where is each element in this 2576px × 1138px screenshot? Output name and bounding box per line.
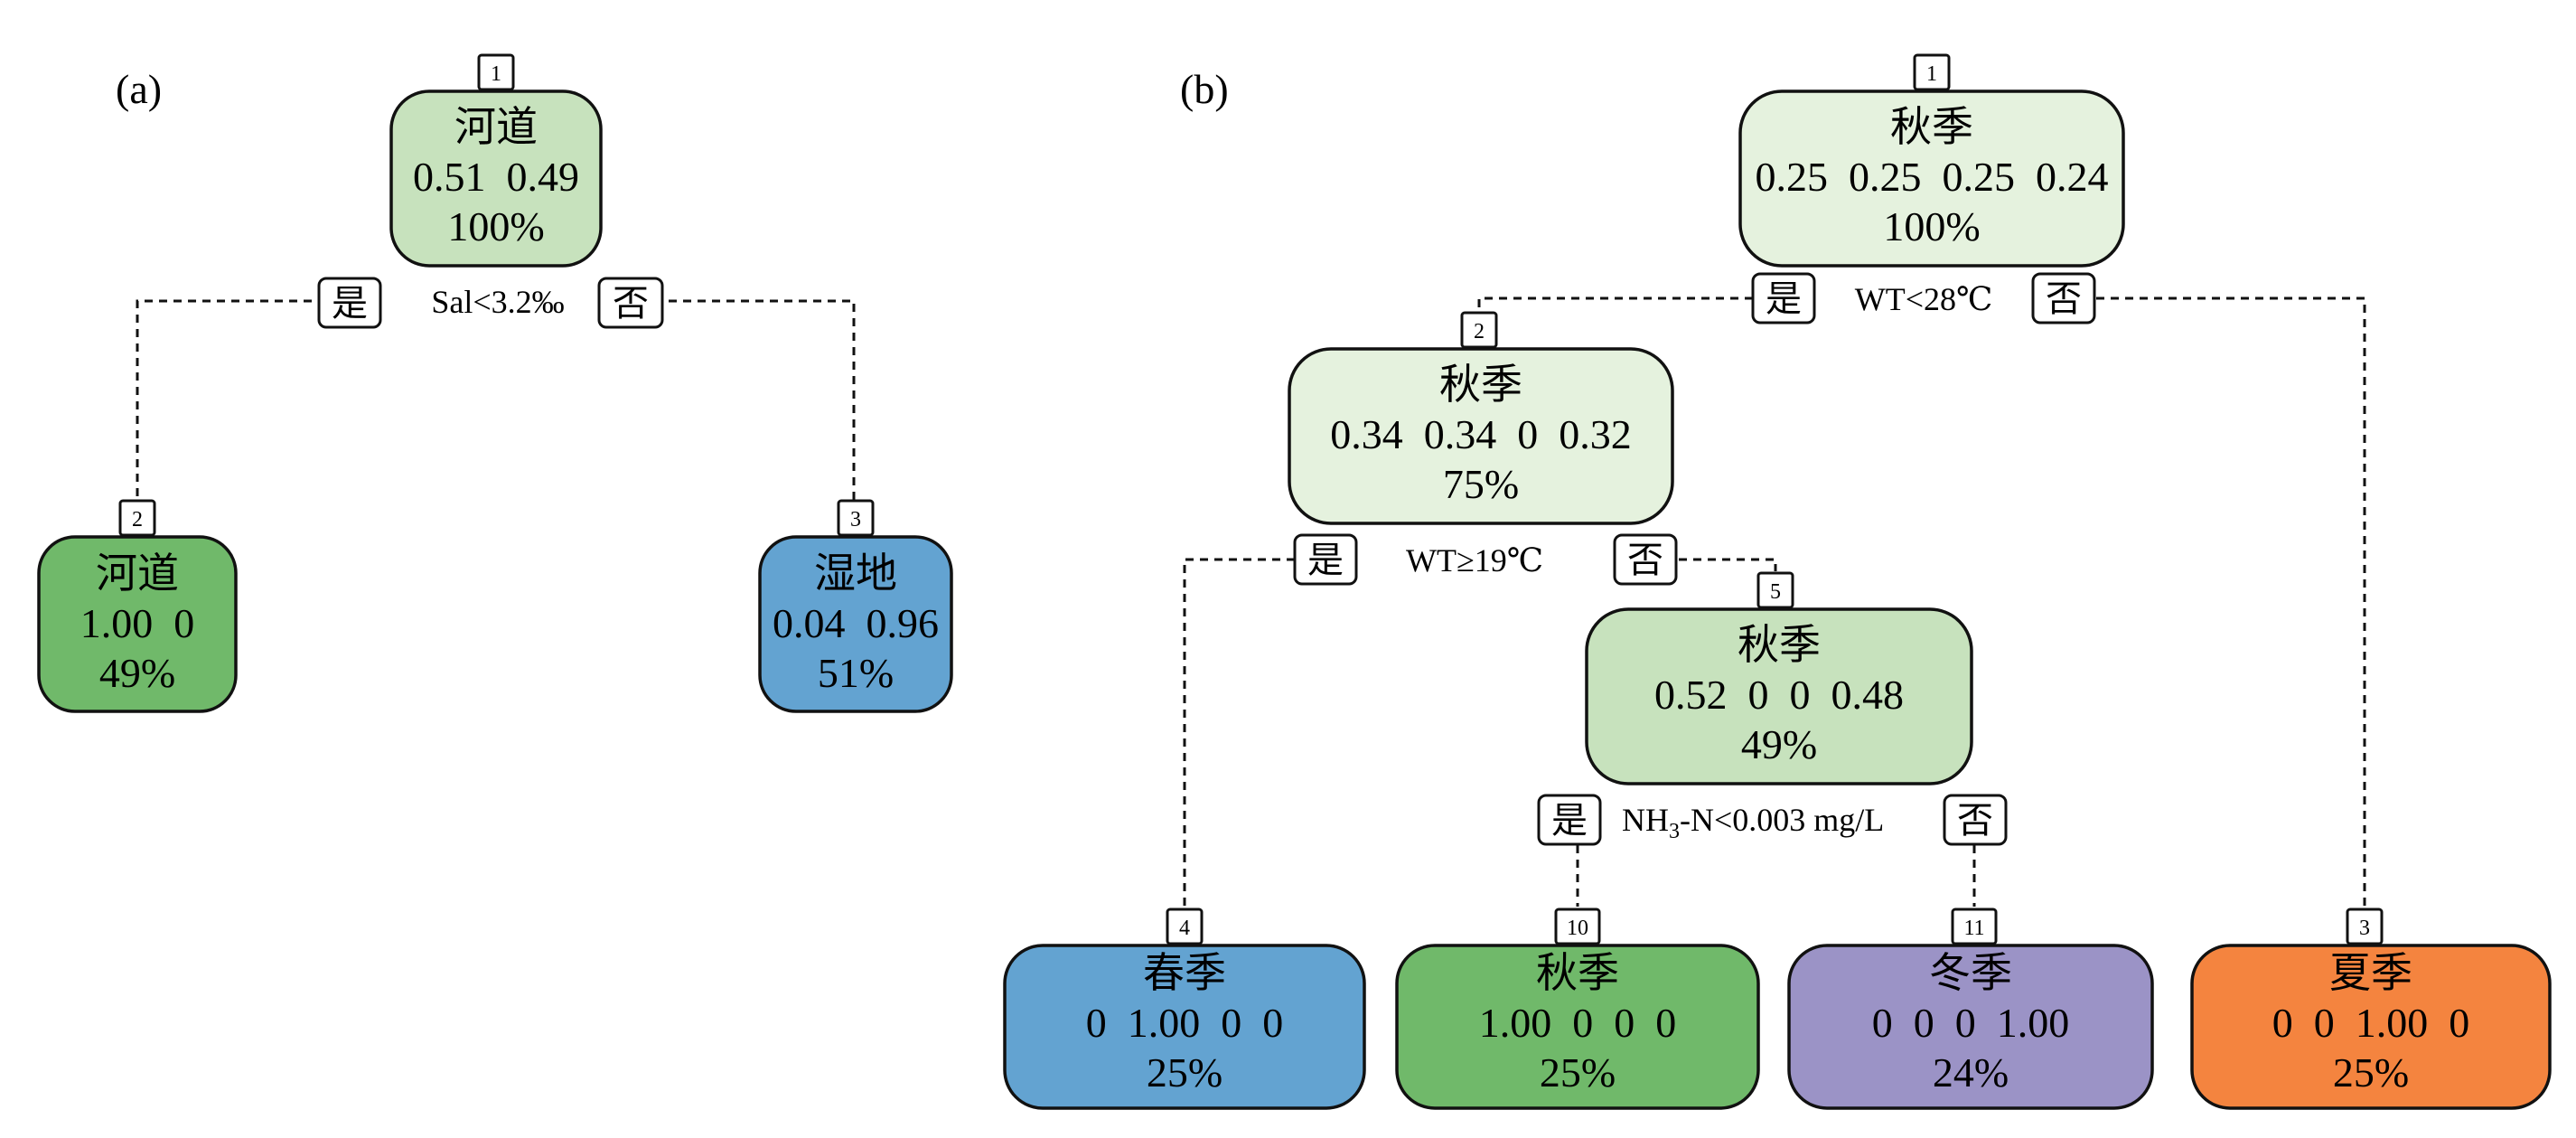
node-box <box>389 89 603 268</box>
node-class: 河道 <box>454 104 538 150</box>
panel-a-yes-badge: 是 <box>317 277 382 329</box>
node-probs: 0.52 0 0 0.48 <box>1654 672 1904 718</box>
node-percent: 75% <box>1443 461 1519 507</box>
node-class: 湿地 <box>814 550 897 597</box>
panel-b-node-4: 春季 0 1.00 0 0 25% 4 <box>1003 908 1366 1110</box>
node-class: 冬季 <box>1929 950 2012 996</box>
panel-a-split-condition: Sal<3.2‰ <box>431 284 564 320</box>
node-id: 10 <box>1567 917 1588 940</box>
panel-a-no-badge: 否 <box>597 277 664 329</box>
yes-label: 是 <box>1766 278 1802 319</box>
node-class: 秋季 <box>1890 104 1973 150</box>
panel-a-node-1: 河道 0.51 0.49 100% 1 <box>389 53 603 268</box>
condition-part: NH <box>1622 802 1669 838</box>
node-percent: 25% <box>2333 1049 2409 1096</box>
node-id: 3 <box>850 508 861 531</box>
node-class: 秋季 <box>1536 950 1619 996</box>
node-id: 11 <box>1963 917 1984 940</box>
node-id: 3 <box>2359 917 2370 940</box>
node-id-box <box>837 499 875 537</box>
panel-b-edge-n2-no <box>1679 558 1777 571</box>
node-probs: 0.51 0.49 <box>413 154 579 200</box>
panel-b-edge-root-yes <box>1477 296 1753 315</box>
node-probs: 0.04 0.96 <box>773 600 939 646</box>
panel-b-split-root-condition: WT<28℃ <box>1855 281 1993 317</box>
panel-b-n2-no-badge: 否 <box>1613 533 1678 586</box>
node-class: 秋季 <box>1738 622 1821 668</box>
node-id: 2 <box>1474 320 1485 343</box>
node-class: 秋季 <box>1439 362 1522 408</box>
node-id: 4 <box>1179 917 1190 940</box>
yes-label: 是 <box>332 283 368 324</box>
yes-label: 是 <box>1551 800 1588 841</box>
no-label: 否 <box>1627 540 1663 580</box>
node-percent: 25% <box>1540 1049 1616 1096</box>
panel-b-node-2: 秋季 0.34 0.34 0 0.32 75% 2 <box>1288 311 1674 525</box>
panel-a-edge-no <box>669 299 856 503</box>
panel-b-n5-yes-badge: 是 <box>1537 794 1602 846</box>
node-probs: 0 1.00 0 0 <box>1086 1000 1284 1046</box>
node-id: 1 <box>1926 62 1937 86</box>
node-probs: 1.00 0 0 0 <box>1479 1000 1677 1046</box>
node-percent: 49% <box>99 650 175 696</box>
node-percent: 24% <box>1933 1049 2009 1096</box>
node-id-box <box>118 499 156 537</box>
node-class: 河道 <box>96 550 179 597</box>
panel-b-root-no-badge: 否 <box>2031 272 2096 324</box>
node-percent: 100% <box>1883 203 1980 249</box>
node-class: 春季 <box>1143 950 1226 996</box>
panel-b-edge-n2-yes <box>1183 558 1295 907</box>
yes-label: 是 <box>1307 540 1344 580</box>
panel-b-n5-no-badge: 否 <box>1943 794 2008 846</box>
no-label: 否 <box>1957 800 1993 841</box>
node-probs: 0 0 0 1.00 <box>1872 1000 2070 1046</box>
condition-subscript: 3 <box>1669 820 1680 843</box>
panel-b-node-1: 秋季 0.25 0.25 0.25 0.24 100% 1 <box>1738 53 2125 268</box>
node-id: 2 <box>132 508 143 531</box>
panel-a-node-2: 河道 1.00 0 49% 2 <box>37 499 238 713</box>
panel-b-node-11: 冬季 0 0 0 1.00 24% 11 <box>1787 908 2154 1110</box>
panel-a-node-3: 湿地 0.04 0.96 51% 3 <box>758 499 953 713</box>
panel-b-split-n2-condition: WT≥19℃ <box>1406 542 1543 578</box>
panel-a-label: (a) <box>116 66 162 112</box>
node-probs: 0.25 0.25 0.25 0.24 <box>1756 154 2109 200</box>
panel-a-edge-yes <box>136 299 312 503</box>
condition-part: -N<0.003 mg/L <box>1680 802 1884 838</box>
node-probs: 0.34 0.34 0 0.32 <box>1330 411 1632 457</box>
panel-b-split-n5-condition: NH3-N<0.003 mg/L <box>1622 802 1884 843</box>
node-id-box <box>477 53 515 91</box>
node-probs: 0 0 1.00 0 <box>2272 1000 2470 1046</box>
panel-b-node-10: 秋季 1.00 0 0 0 25% 10 <box>1395 908 1760 1110</box>
panel-b-edge-root-no <box>2096 296 2366 907</box>
panel-b-n2-yes-badge: 是 <box>1293 533 1358 586</box>
panel-b-node-3: 夏季 0 0 1.00 0 25% 3 <box>2190 908 2552 1110</box>
node-id: 5 <box>1770 580 1781 604</box>
node-percent: 100% <box>447 203 544 249</box>
node-id: 1 <box>491 62 501 86</box>
node-percent: 49% <box>1741 721 1817 767</box>
node-percent: 25% <box>1147 1049 1222 1096</box>
node-probs: 1.00 0 <box>80 600 195 646</box>
panel-b-node-5: 秋季 0.52 0 0 0.48 49% 5 <box>1585 571 1973 785</box>
node-class: 夏季 <box>2329 950 2412 996</box>
panel-b-label: (b) <box>1180 66 1229 112</box>
node-percent: 51% <box>818 650 894 696</box>
no-label: 否 <box>613 283 649 324</box>
no-label: 否 <box>2046 278 2082 319</box>
panel-b-root-yes-badge: 是 <box>1751 272 1816 324</box>
